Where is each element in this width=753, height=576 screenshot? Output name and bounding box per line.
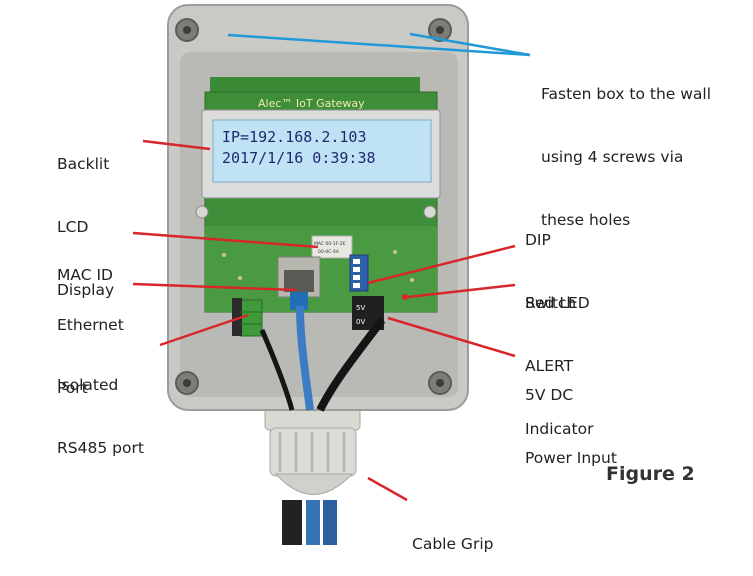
label-grip: Cable Grip <box>412 492 493 576</box>
label-led-line-2: ALERT <box>525 357 574 375</box>
cables <box>282 500 337 545</box>
top-board-strip <box>210 77 420 95</box>
mac-sticker-line-2: 00-0C-4A <box>318 249 340 255</box>
label-rs485-line-1: Isolated <box>57 376 119 394</box>
pcb-title: Alec™ IoT Gateway <box>258 97 365 110</box>
label-power-line-1: 5V DC <box>525 386 574 404</box>
label-mac-line-1: MAC ID <box>57 266 113 284</box>
photo-stage: Alec™ IoT Gateway IP=192.168.2.103 2017/… <box>132 4 531 545</box>
label-fasten-line-2: using 4 screws via <box>541 148 684 166</box>
label-rs485-line-2: RS485 port <box>57 439 144 457</box>
lcd-display: IP=192.168.2.103 2017/1/16 0:39:38 <box>195 109 441 219</box>
label-dip: DIP Switch <box>525 188 576 335</box>
ethernet-jack <box>277 256 321 310</box>
label-power-line-2: Power Input <box>525 449 617 467</box>
label-rs485: Isolated RS485 port <box>57 333 144 480</box>
internal-cables <box>259 305 386 412</box>
label-led: Red LED ALERT Indicator <box>525 251 594 461</box>
lcd-line-2: 2017/1/16 0:39:38 <box>222 149 376 167</box>
mac-sticker: MAC 00-1F-2E 00-0C-4A <box>311 235 353 259</box>
label-ethernet-line-2: Port <box>57 379 88 397</box>
mac-sticker-line-1: MAC 00-1F-2E <box>314 241 346 247</box>
cable-grip <box>264 407 361 495</box>
label-ethernet: Ethernet Port <box>57 273 124 420</box>
power-pin-0v: 0V <box>356 318 365 326</box>
power-pin-5v: 5V <box>356 304 365 312</box>
label-fasten-line-3: these holes <box>541 211 631 229</box>
label-led-line-3: Indicator <box>525 420 594 438</box>
label-lcd: Backlit LCD Display <box>57 112 114 322</box>
label-ethernet-line-1: Ethernet <box>57 316 124 334</box>
label-lcd-line-1: Backlit <box>57 155 110 173</box>
label-power: 5V DC Power Input <box>525 343 617 490</box>
figure-caption: Figure 2 <box>606 463 695 485</box>
label-dip-line-2: Switch <box>525 294 577 312</box>
rs485-terminal <box>232 298 263 337</box>
label-led-line-1: Red LED <box>525 294 590 312</box>
mount-screw-holes <box>175 18 452 395</box>
label-fasten: Fasten box to the wall using 4 screws vi… <box>541 42 711 252</box>
label-mac: MAC ID <box>57 223 113 307</box>
device-photo: Alec™ IoT Gateway IP=192.168.2.103 2017/… <box>132 4 531 545</box>
label-lcd-line-3: Display <box>57 281 115 299</box>
leader-lines <box>132 32 531 502</box>
red-led <box>402 294 408 300</box>
label-lcd-line-2: LCD <box>57 218 89 236</box>
label-dip-line-1: DIP <box>525 231 551 249</box>
dip-switch <box>349 254 369 292</box>
lcd-line-1: IP=192.168.2.103 <box>222 128 367 146</box>
power-terminal: 5V 0V <box>352 296 384 330</box>
label-fasten-line-1: Fasten box to the wall <box>541 85 712 103</box>
